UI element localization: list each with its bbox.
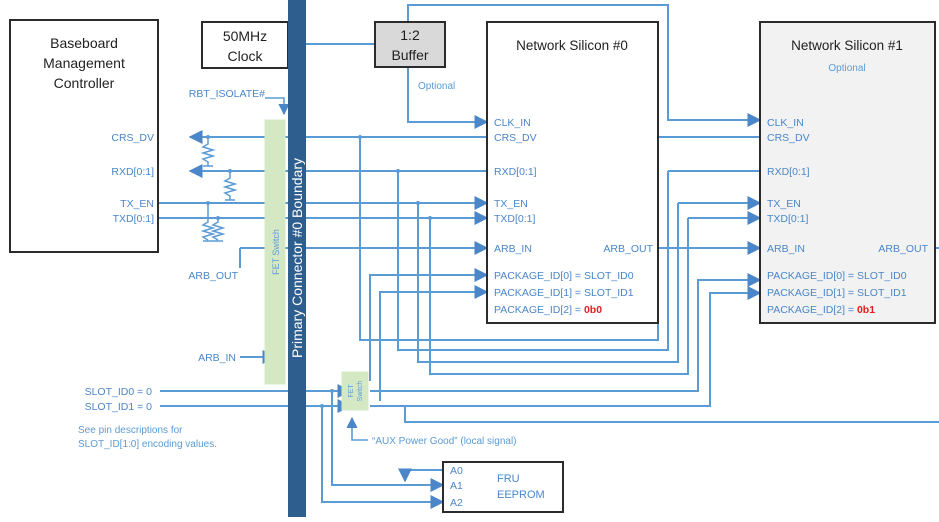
rxd-loop-wire bbox=[397, 171, 669, 351]
bmc-block bbox=[9, 19, 159, 253]
slot-id0-ns1-wire bbox=[370, 273, 762, 392]
clock-title-line2: Clock bbox=[227, 48, 263, 64]
buffer-to-ns1-clk-wire bbox=[407, 4, 762, 127]
bmc-title-line1: Baseboard bbox=[50, 35, 118, 51]
txd-loop-wire bbox=[429, 218, 689, 375]
ns0-pkg2-pin: PACKAGE_ID[2] = 0b0 bbox=[494, 304, 602, 316]
ns1-tx-en-pin: TX_EN bbox=[767, 198, 801, 210]
ns0-rxd-pin: RXD[0:1] bbox=[494, 166, 537, 178]
ns1-pkg0-pin: PACKAGE_ID[0] = SLOT_ID0 bbox=[767, 270, 907, 282]
bmc-tx-en-label: TX_EN bbox=[120, 198, 154, 210]
resistor-icon bbox=[222, 171, 238, 200]
fru-title-line1: FRU bbox=[497, 473, 520, 485]
ns0-txd-pin: TXD[0:1] bbox=[494, 213, 536, 225]
resistor-icon bbox=[210, 218, 226, 241]
rbt-isolate-label: RBT_ISOLATE# bbox=[189, 88, 265, 100]
slot-id0-label: SLOT_ID0 = 0 bbox=[85, 386, 153, 398]
bmc-txd-label: TXD[0:1] bbox=[113, 213, 155, 225]
ns0-block bbox=[486, 21, 659, 324]
aux-power-label: “AUX Power Good” (local signal) bbox=[372, 436, 517, 447]
ns1-pkg2-value: 0b1 bbox=[857, 304, 875, 316]
ns1-crs-dv-pin: CRS_DV bbox=[767, 132, 810, 144]
fru-title-line2: EEPROM bbox=[497, 489, 545, 501]
small-fet-label-line1: FET bbox=[348, 384, 355, 398]
ns0-crs-dv-pin: CRS_DV bbox=[494, 132, 537, 144]
ns0-arb-in-pin: ARB_IN bbox=[494, 243, 532, 255]
fet-switch-block bbox=[264, 119, 286, 385]
slot-id1-extend-wire bbox=[404, 406, 939, 423]
ns0-title: Network Silicon #0 bbox=[516, 38, 628, 53]
ns1-pkg1-pin: PACKAGE_ID[1] = SLOT_ID1 bbox=[767, 287, 907, 299]
boundary-label: Primary Connector #0 Boundary bbox=[289, 158, 305, 358]
slot-id0-ns0-wire bbox=[369, 268, 489, 381]
fru-eeprom-block bbox=[442, 461, 564, 513]
connector-boundary-bar bbox=[288, 0, 306, 517]
arb-in-left-label: ARB_IN bbox=[198, 352, 236, 364]
buffer-block bbox=[374, 21, 446, 68]
ns0-clk-in-pin: CLK_IN bbox=[494, 117, 531, 129]
fru-a0-wire bbox=[398, 468, 443, 483]
buffer-optional-label: Optional bbox=[418, 81, 455, 92]
ns0-tx-en-pin: TX_EN bbox=[494, 198, 528, 210]
small-fet-switch-block bbox=[341, 371, 369, 411]
slot-id1-ns0-wire bbox=[379, 285, 489, 401]
fru-a0-pin: A0 bbox=[450, 465, 463, 477]
slot-id0-fru-wire bbox=[331, 391, 445, 492]
ns1-pkg2-label: PACKAGE_ID[2] = bbox=[767, 304, 857, 316]
pull-resistors bbox=[200, 135, 432, 408]
ns1-arb-in-pin: ARB_IN bbox=[767, 243, 805, 255]
resistor-icon bbox=[200, 203, 216, 241]
bmc-crs-dv-label: CRS_DV bbox=[111, 132, 154, 144]
bmc-title-line2: Management bbox=[43, 55, 125, 71]
rbt-isolate-arrow bbox=[265, 97, 290, 116]
wires bbox=[158, 4, 939, 509]
small-fet-label-line2: Switch bbox=[357, 381, 364, 402]
bmc-title-line3: Controller bbox=[54, 75, 115, 91]
note-line2: SLOT_ID[1:0] encoding values. bbox=[78, 439, 217, 450]
ns1-optional-label: Optional bbox=[828, 63, 865, 74]
ns1-clk-in-pin: CLK_IN bbox=[767, 117, 804, 129]
ns1-title: Network Silicon #1 bbox=[791, 38, 903, 53]
buffer-title-line1: 1:2 bbox=[400, 27, 420, 43]
ns1-block bbox=[759, 21, 936, 324]
fru-a2-pin: A2 bbox=[450, 497, 463, 509]
slot-id1-ns1-wire bbox=[370, 286, 762, 407]
arb-out-left-label: ARB_OUT bbox=[188, 270, 238, 282]
resistor-icon bbox=[200, 137, 216, 166]
ns0-pkg1-pin: PACKAGE_ID[1] = SLOT_ID1 bbox=[494, 287, 634, 299]
note-line1: See pin descriptions for bbox=[78, 425, 183, 436]
ns1-rxd-pin: RXD[0:1] bbox=[767, 166, 810, 178]
ns1-txd-pin: TXD[0:1] bbox=[767, 213, 809, 225]
clock-title-line1: 50MHz bbox=[223, 28, 267, 44]
slot-id1-fru-wire bbox=[321, 406, 445, 509]
tx-en-loop-wire bbox=[417, 203, 679, 363]
bmc-rxd-label: RXD[0:1] bbox=[111, 166, 154, 178]
ns0-pkg2-label: PACKAGE_ID[2] = bbox=[494, 304, 584, 316]
clock-block bbox=[201, 21, 289, 69]
ns1-arb-out-pin: ARB_OUT bbox=[878, 243, 928, 255]
ns1-pkg2-pin: PACKAGE_ID[2] = 0b1 bbox=[767, 304, 875, 316]
slot-id1-label: SLOT_ID1 = 0 bbox=[85, 401, 153, 413]
fet-switch-label: FET Switch bbox=[271, 229, 281, 275]
ns0-arb-out-pin: ARB_OUT bbox=[603, 243, 653, 255]
buffer-title-line2: Buffer bbox=[391, 47, 428, 63]
buffer-to-ns0-clk-wire bbox=[407, 67, 489, 129]
ns0-pkg2-value: 0b0 bbox=[584, 304, 602, 316]
aux-power-arrow bbox=[346, 416, 368, 441]
ns0-pkg0-pin: PACKAGE_ID[0] = SLOT_ID0 bbox=[494, 270, 634, 282]
fru-a1-pin: A1 bbox=[450, 480, 463, 492]
